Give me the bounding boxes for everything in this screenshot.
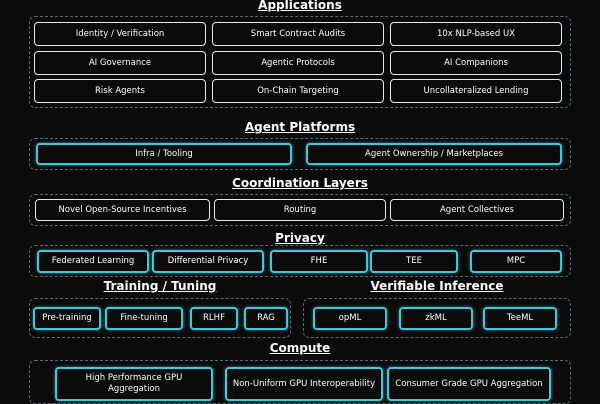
inference-zkml[interactable]: zkML	[399, 307, 473, 330]
compute-title: Compute	[269, 341, 331, 355]
training-tuning-title: Training / Tuning	[103, 279, 217, 293]
coordination-routing[interactable]: Routing	[214, 199, 386, 221]
inference-teeml[interactable]: TeeML	[483, 307, 557, 330]
coordination-layers-group: Novel Open-Source Incentives Routing Age…	[29, 194, 571, 226]
inference-opml[interactable]: opML	[313, 307, 387, 330]
coordination-open-source-incentives[interactable]: Novel Open-Source Incentives	[35, 199, 210, 221]
app-agentic-protocols[interactable]: Agentic Protocols	[212, 51, 384, 75]
applications-group: Identity / Verification Smart Contract A…	[29, 16, 571, 108]
coordination-layers-title: Coordination Layers	[232, 176, 368, 190]
training-rlhf[interactable]: RLHF	[190, 307, 238, 330]
app-on-chain-targeting[interactable]: On-Chain Targeting	[212, 79, 384, 103]
training-tuning-group: Pre-training Fine-tuning RLHF RAG	[29, 298, 291, 338]
app-ai-companions[interactable]: AI Companions	[390, 51, 562, 75]
compute-high-performance-gpu[interactable]: High Performance GPU Aggregation	[55, 367, 213, 401]
platform-infra-tooling[interactable]: Infra / Tooling	[36, 143, 292, 165]
verifiable-inference-title: Verifiable Inference	[370, 279, 504, 293]
app-risk-agents[interactable]: Risk Agents	[34, 79, 206, 103]
privacy-group: Federated Learning Differential Privacy …	[29, 245, 571, 277]
app-ai-governance[interactable]: AI Governance	[34, 51, 206, 75]
coordination-agent-collectives[interactable]: Agent Collectives	[390, 199, 564, 221]
training-fine-tuning[interactable]: Fine-tuning	[105, 307, 183, 330]
privacy-title: Privacy	[275, 231, 325, 245]
privacy-tee[interactable]: TEE	[370, 250, 458, 273]
app-identity-verification[interactable]: Identity / Verification	[34, 22, 206, 46]
training-pre-training[interactable]: Pre-training	[33, 307, 101, 330]
platform-agent-ownership-marketplaces[interactable]: Agent Ownership / Marketplaces	[306, 143, 562, 165]
privacy-fhe[interactable]: FHE	[270, 250, 368, 273]
privacy-differential-privacy[interactable]: Differential Privacy	[152, 250, 264, 273]
applications-title: Applications	[258, 0, 342, 12]
agent-platforms-title: Agent Platforms	[244, 120, 356, 134]
app-nlp-ux[interactable]: 10x NLP-based UX	[390, 22, 562, 46]
app-uncollateralized-lending[interactable]: Uncollateralized Lending	[390, 79, 562, 103]
compute-non-uniform-gpu[interactable]: Non-Uniform GPU Interoperability	[225, 367, 383, 401]
training-rag[interactable]: RAG	[244, 307, 288, 330]
agent-platforms-group: Infra / Tooling Agent Ownership / Market…	[29, 138, 571, 170]
verifiable-inference-group: opML zkML TeeML	[303, 298, 571, 338]
compute-group: High Performance GPU Aggregation Non-Uni…	[29, 360, 571, 404]
privacy-federated-learning[interactable]: Federated Learning	[37, 250, 149, 273]
compute-consumer-grade-gpu[interactable]: Consumer Grade GPU Aggregation	[387, 367, 551, 401]
app-smart-contract-audits[interactable]: Smart Contract Audits	[212, 22, 384, 46]
privacy-mpc[interactable]: MPC	[470, 250, 562, 273]
